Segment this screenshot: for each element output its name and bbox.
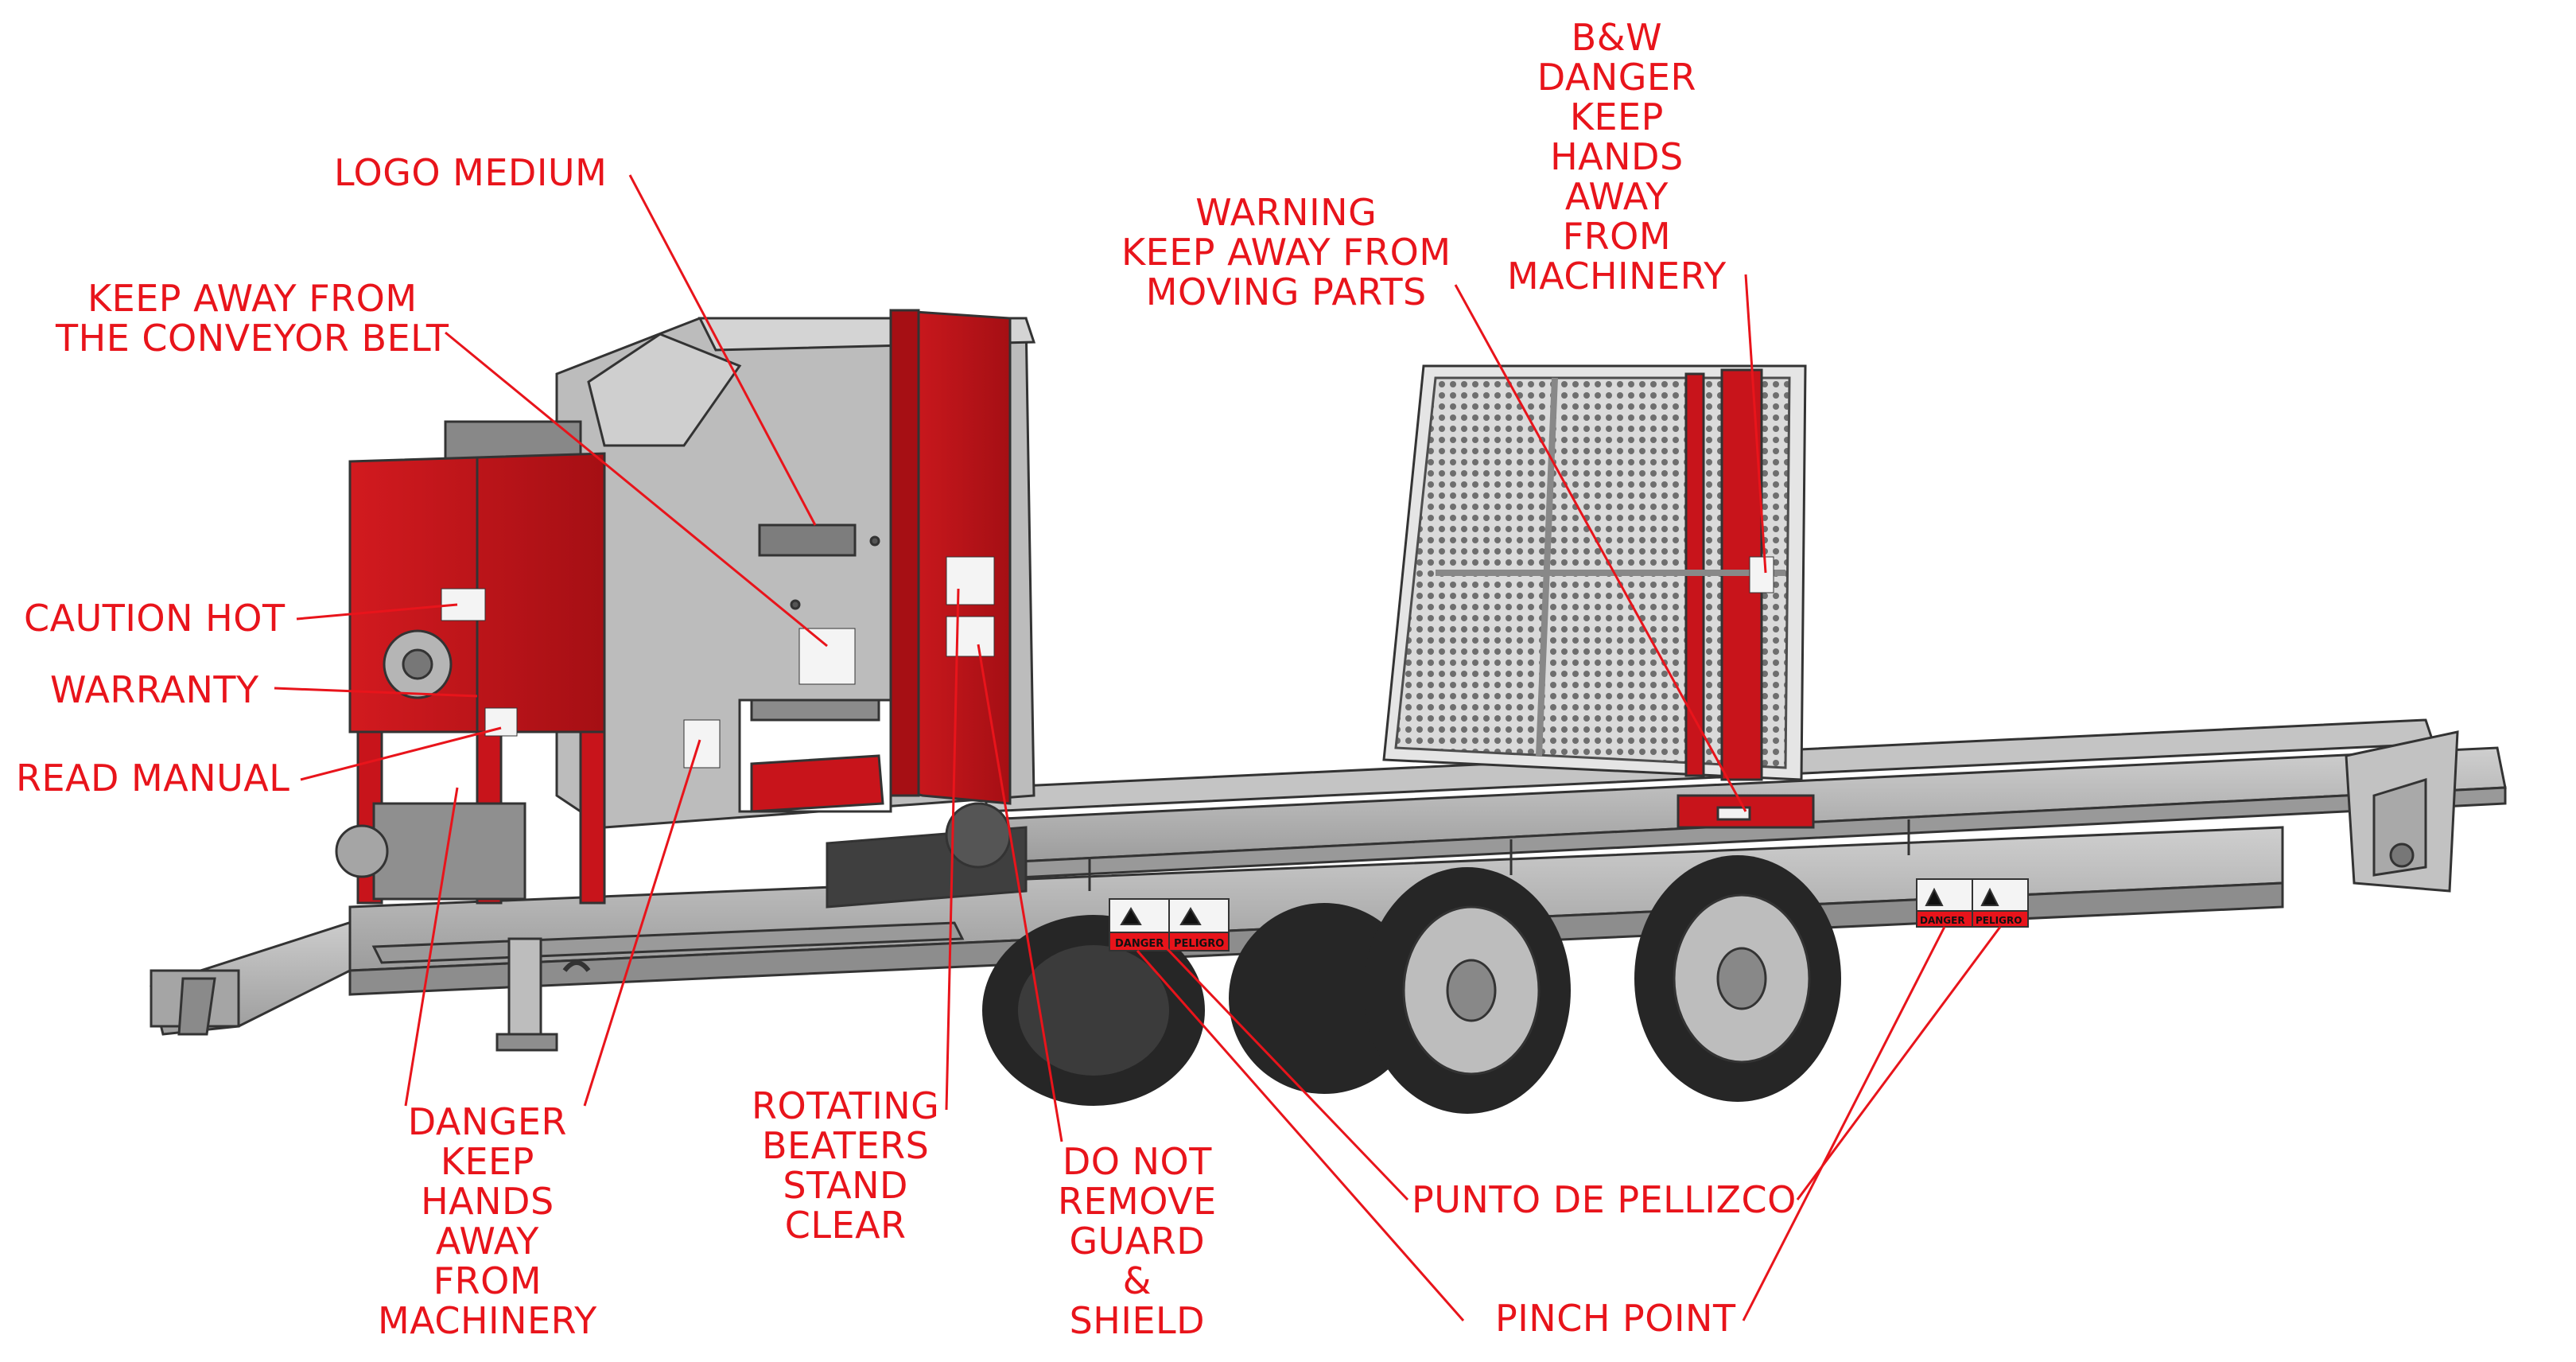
label-bw-danger-hands: B&W DANGER KEEP HANDS AWAY FROM MACHINER… bbox=[1507, 16, 1727, 298]
leader-rotating-beaters bbox=[945, 588, 960, 1111]
leader-bw-danger bbox=[1744, 274, 1767, 574]
label-warning-moving-parts: WARNING KEEP AWAY FROM MOVING PARTS bbox=[1121, 191, 1451, 313]
label-pinch-point: PINCH POINT bbox=[1495, 1297, 1736, 1340]
decal-peligro-front: PELIGRO bbox=[1174, 938, 1224, 950]
label-do-not-remove: DO NOT REMOVE GUARD & SHIELD bbox=[1058, 1140, 1217, 1342]
leader-warranty bbox=[274, 687, 478, 698]
leader-punto-rear bbox=[1796, 926, 2002, 1201]
label-punto-de-pellizco: PUNTO DE PELLIZCO bbox=[1412, 1178, 1797, 1221]
mesh-gate bbox=[1382, 364, 1815, 829]
leader-punto-front bbox=[1164, 945, 1409, 1201]
leader-logo-medium bbox=[628, 174, 817, 526]
wheel-rear bbox=[1634, 855, 1841, 1102]
decal-danger-rear: DANGER bbox=[1920, 915, 1965, 926]
pinch-decals-front bbox=[1109, 898, 1230, 951]
leader-lines bbox=[274, 174, 2002, 1321]
label-read-manual: READ MANUAL bbox=[16, 757, 290, 800]
label-caution-hot: CAUTION HOT bbox=[24, 597, 286, 640]
label-rotating-beaters: ROTATING BEATERS STAND CLEAR bbox=[752, 1084, 940, 1247]
leader-danger-hands-left-2 bbox=[583, 739, 701, 1107]
wheel-mid bbox=[1364, 867, 1571, 1114]
leader-do-not-remove bbox=[977, 644, 1063, 1142]
leader-read-manual bbox=[300, 726, 502, 781]
jack-stand bbox=[495, 937, 591, 1052]
leader-pinch-front bbox=[1136, 950, 1465, 1321]
label-logo-medium: LOGO MEDIUM bbox=[334, 151, 608, 194]
label-danger-hands-left: DANGER KEEP HANDS AWAY FROM MACHINERY bbox=[378, 1100, 597, 1342]
leader-caution-hot bbox=[296, 603, 458, 621]
decal-peligro-rear: PELIGRO bbox=[1976, 915, 2022, 926]
engine-box bbox=[335, 452, 606, 905]
decal-danger-front: DANGER bbox=[1115, 938, 1164, 950]
wheels bbox=[982, 855, 1841, 1114]
label-warranty: WARRANTY bbox=[50, 668, 259, 711]
leader-keep-away-conveyor bbox=[445, 331, 828, 648]
leader-danger-hands-left-1 bbox=[404, 787, 459, 1107]
leader-warning-moving-parts bbox=[1454, 284, 1747, 812]
beater-chain bbox=[826, 802, 1028, 909]
label-keep-away-conveyor: KEEP AWAY FROM THE CONVEYOR BELT bbox=[56, 277, 449, 360]
leader-pinch-rear bbox=[1742, 926, 1946, 1321]
